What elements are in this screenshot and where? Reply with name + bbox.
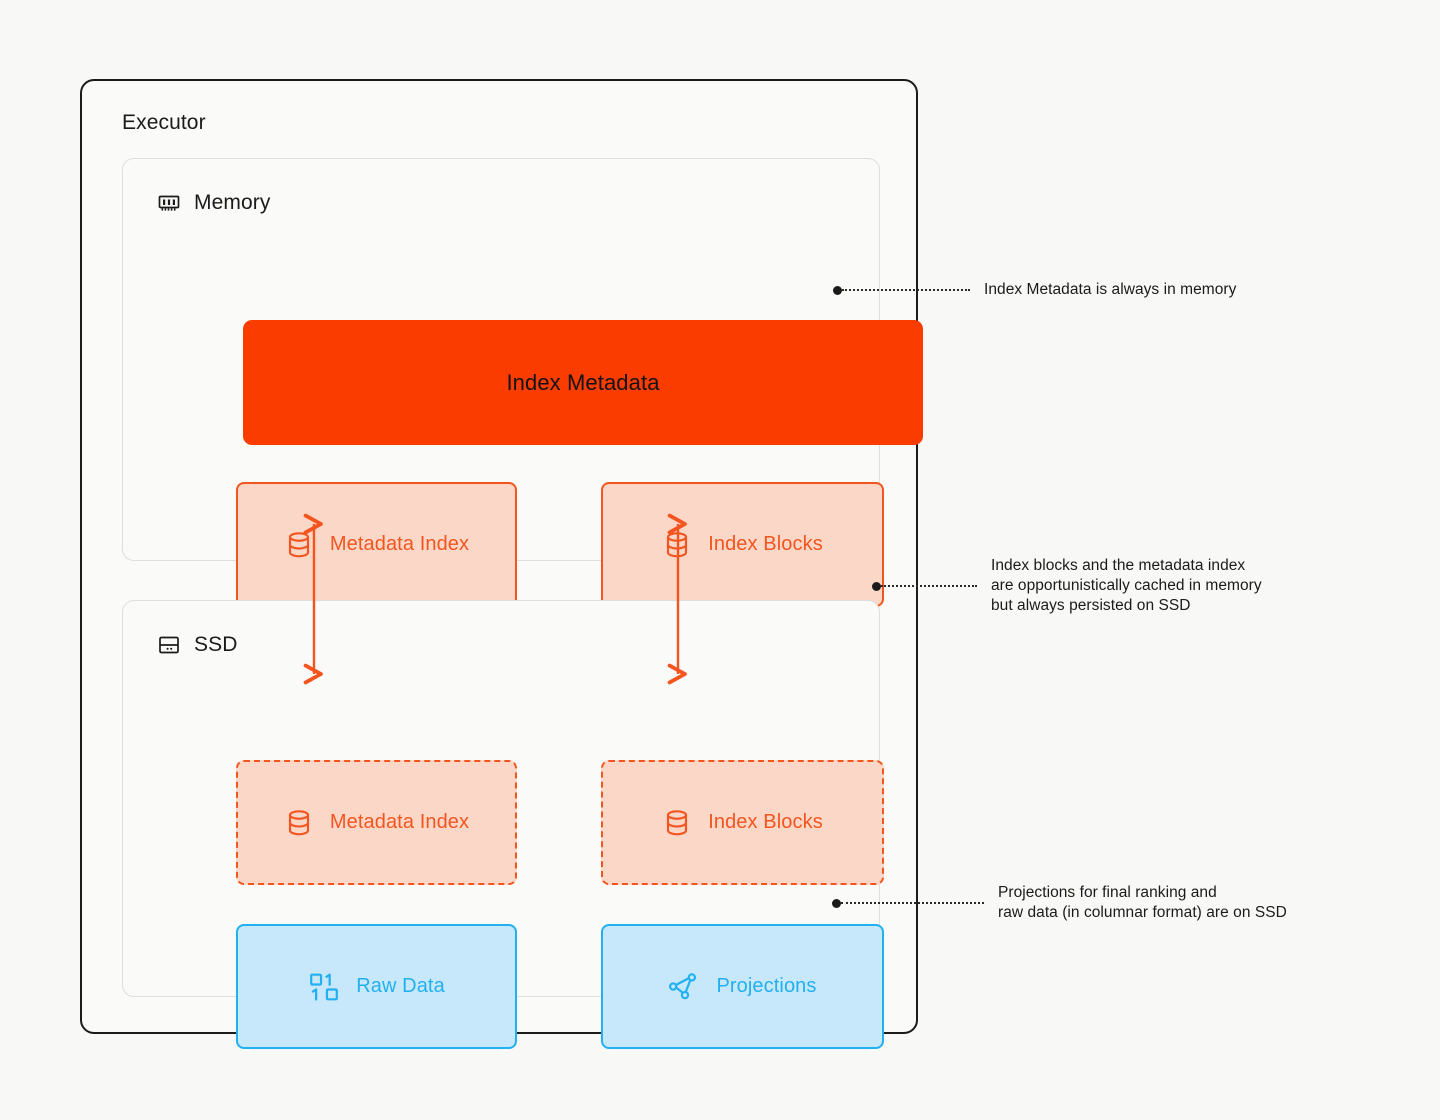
executor-container: Executor Memory Index Metada: [80, 79, 923, 1049]
database-icon: [284, 530, 314, 560]
ssd-tier-container: SSD Metadata Index Index B: [122, 600, 884, 1049]
block-projections[interactable]: Projections: [601, 924, 884, 1049]
ssd-drive-icon: [157, 633, 181, 657]
annotation-dot-icon: [832, 898, 841, 908]
graph-nodes-icon: [668, 971, 700, 1003]
annotation-cache-persist: Index blocks and the metadata index are …: [872, 556, 1262, 616]
block-index-metadata-label: Index Metadata: [506, 369, 660, 395]
ssd-tier-label: SSD: [194, 633, 238, 656]
database-icon: [662, 808, 692, 838]
annotation-dot-icon: [833, 285, 842, 295]
block-index-blocks-memory-label: Index Blocks: [708, 533, 823, 555]
annotation-leader-line: [881, 585, 977, 587]
annotation-dot-icon: [872, 581, 881, 591]
annotation-index-metadata-text: Index Metadata is always in memory: [984, 281, 1237, 298]
block-metadata-index-ssd[interactable]: Metadata Index: [236, 760, 517, 885]
block-metadata-index-memory-label: Metadata Index: [329, 533, 470, 555]
annotation-index-metadata: Index Metadata is always in memory: [833, 280, 1236, 300]
annotation-leader-line: [841, 902, 984, 904]
ssd-tier-header: SSD: [157, 633, 237, 657]
block-metadata-index-memory[interactable]: Metadata Index: [236, 482, 517, 607]
database-icon: [662, 530, 692, 560]
memory-tier-header: Memory: [157, 191, 270, 215]
annotation-projections-text: Projections for final ranking and raw da…: [998, 884, 1287, 921]
block-index-blocks-memory[interactable]: Index Blocks: [601, 482, 884, 607]
block-metadata-index-ssd-label: Metadata Index: [329, 811, 470, 833]
block-projections-label: Projections: [716, 975, 817, 997]
block-index-blocks-ssd-label: Index Blocks: [708, 811, 823, 833]
block-raw-data-label: Raw Data: [356, 975, 445, 997]
block-index-metadata[interactable]: Index Metadata: [243, 320, 923, 445]
memory-tier-container: Memory Index Metadata Metadata Index: [122, 158, 923, 607]
binary-data-icon: [308, 971, 340, 1003]
ram-module-icon: [157, 191, 181, 215]
annotation-leader-line: [842, 289, 970, 291]
block-index-blocks-ssd[interactable]: Index Blocks: [601, 760, 884, 885]
database-icon: [284, 808, 314, 838]
memory-tier-label: Memory: [194, 191, 271, 214]
annotation-projections: Projections for final ranking and raw da…: [832, 883, 1287, 923]
executor-title: Executor: [122, 111, 206, 134]
block-raw-data[interactable]: Raw Data: [236, 924, 517, 1049]
annotation-cache-persist-text: Index blocks and the metadata index are …: [991, 557, 1262, 614]
